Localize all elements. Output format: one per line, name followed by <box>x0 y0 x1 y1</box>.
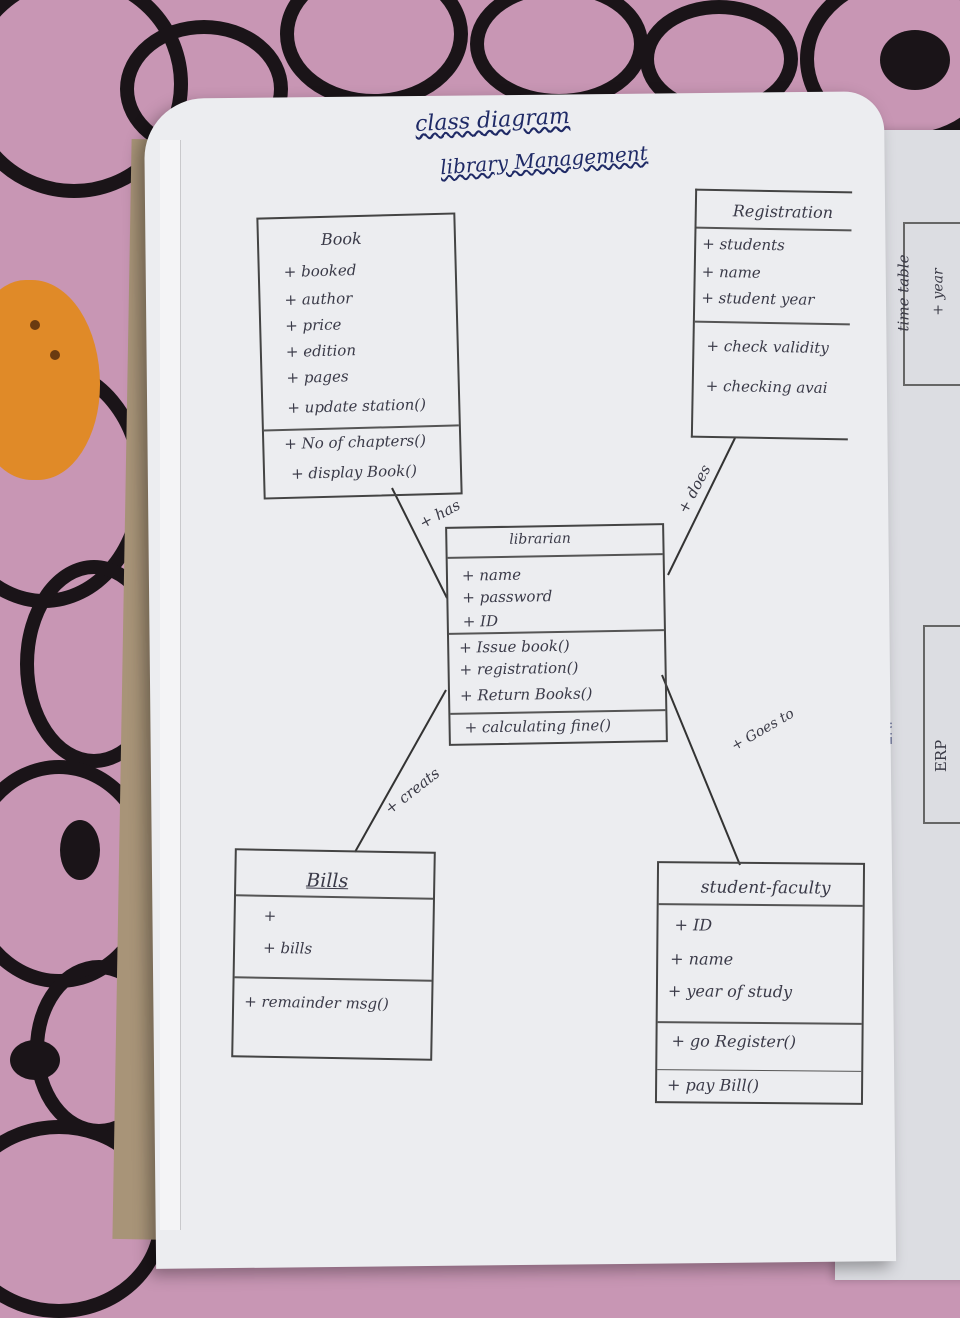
student-divider <box>657 1021 862 1025</box>
librarian-method: + Issue book() <box>459 636 570 657</box>
line-librarian-bills <box>354 689 447 853</box>
line-librarian-student <box>661 674 741 866</box>
registration-attr: + name <box>701 262 761 282</box>
librarian-header-divider <box>447 553 663 559</box>
association-lines <box>354 437 741 866</box>
student-method: + go Register() <box>671 1031 797 1052</box>
librarian-attr: + ID <box>462 612 499 631</box>
book-method: + No of chapters() <box>284 431 427 453</box>
book-attr: + author <box>284 289 353 309</box>
class-librarian-name: librarian <box>509 530 571 548</box>
bills-divider <box>234 976 432 982</box>
registration-attr: + student year <box>701 288 815 309</box>
student-method: + pay Bill() <box>667 1075 760 1095</box>
registration-method: + check validity <box>706 336 830 358</box>
librarian-method: + Return Books() <box>459 684 593 705</box>
book-attr: + update station() <box>287 395 427 417</box>
book-attr: + pages <box>286 367 349 387</box>
erp-box: ERP <box>923 625 960 824</box>
class-student-faculty: student-faculty + ID + name + year of st… <box>654 861 866 1105</box>
book-attr: + booked <box>283 261 357 281</box>
class-bills-name: Bills <box>306 869 349 893</box>
line-book-librarian <box>391 487 448 599</box>
student-divider-2 <box>657 1069 862 1072</box>
class-bills: Bills + + bills + remainder msg() <box>231 848 436 1061</box>
class-book: Book + booked + author + price + edition… <box>256 212 463 500</box>
librarian-divider-2 <box>450 709 666 715</box>
registration-header-divider <box>696 226 852 232</box>
student-attr: + name <box>670 949 734 969</box>
book-attr: + price <box>284 315 342 335</box>
class-registration: Registration + students + name + student… <box>690 188 853 441</box>
class-registration-name: Registration <box>732 201 834 223</box>
librarian-attr: + name <box>461 565 522 585</box>
student-attr: + year of study <box>667 981 793 1002</box>
bills-attr: + bills <box>262 938 313 958</box>
class-librarian: librarian + name + password + ID + Issue… <box>445 523 668 746</box>
bills-method: + remainder msg() <box>244 992 389 1013</box>
student-attr: + ID <box>674 915 713 935</box>
book-method: + display Book() <box>290 461 418 483</box>
student-header-divider <box>658 903 863 907</box>
librarian-extra-method: + calculating fine() <box>464 716 612 737</box>
book-attr: + edition <box>285 341 357 361</box>
bills-header-divider <box>236 894 434 900</box>
librarian-attr: + password <box>462 587 553 607</box>
registration-method: + checking avai <box>705 376 828 397</box>
registration-attr: + students <box>702 234 785 255</box>
registration-divider <box>694 320 850 326</box>
bills-attr: + <box>263 906 277 925</box>
librarian-method: + registration() <box>459 658 579 679</box>
page-stack-edge <box>160 140 181 1230</box>
class-student-faculty-name: student-faculty <box>700 877 831 899</box>
class-book-name: Book <box>320 228 362 249</box>
line-registration-librarian <box>667 437 736 576</box>
time-table-box: time table + year <box>894 222 960 386</box>
book-divider <box>263 424 459 432</box>
